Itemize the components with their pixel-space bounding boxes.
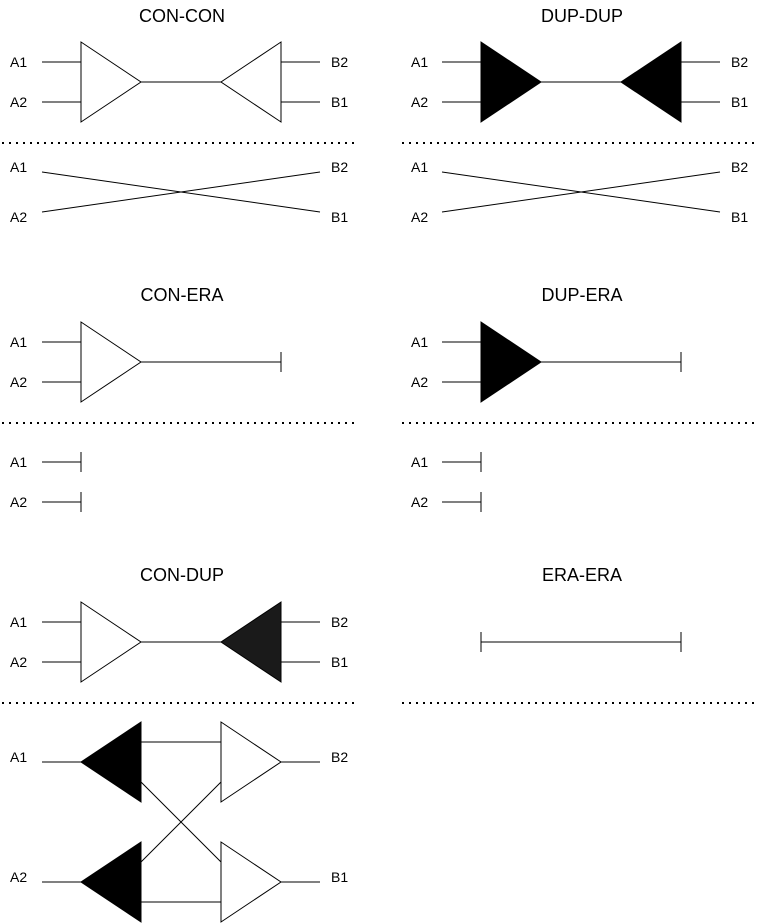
dup-agent-triangle [80,841,142,923]
title-con-era: CON-ERA [140,285,223,305]
port-b1: B1 [331,94,348,110]
con-agent-triangle [220,41,282,123]
port-a1: A1 [10,614,27,630]
port-b1: B1 [731,209,748,225]
panel-dup-dup: DUP-DUP A1 A2 B2 B1 A1 A2 B2 B1 [402,6,758,225]
port-a2: A2 [411,94,428,110]
dup-agent-triangle [480,41,542,123]
port-a1: A1 [411,159,428,175]
dup-agent-triangle [480,321,542,403]
crosswire [140,781,222,863]
port-a1: A1 [411,334,428,350]
port-a1: A1 [10,334,27,350]
port-a2: A2 [10,374,27,390]
title-dup-era: DUP-ERA [541,285,622,305]
port-b1: B1 [731,94,748,110]
title-con-dup: CON-DUP [140,565,224,585]
panel-con-dup: CON-DUP A1 A2 B2 B1 A1 A2 B2 B1 [2,565,358,923]
port-a1: A1 [411,454,428,470]
port-a1: A1 [10,159,27,175]
wire-a2-b2 [41,171,321,213]
con-agent-triangle [80,321,142,403]
port-b2: B2 [331,54,348,70]
title-era-era: ERA-ERA [542,565,622,585]
port-a2: A2 [10,209,27,225]
port-a2: A2 [411,494,428,510]
con-agent-triangle [220,841,282,923]
panel-con-era: CON-ERA A1 A2 A1 A2 [2,285,358,512]
panel-con-con: CON-CON A1 A2 B2 B1 A1 A2 B2 B1 [2,6,358,225]
port-b2: B2 [331,159,348,175]
panel-era-era: ERA-ERA [402,565,758,704]
port-b2: B2 [731,54,748,70]
port-a2: A2 [10,869,27,885]
port-a2: A2 [411,209,428,225]
port-b2: B2 [731,159,748,175]
port-a1: A1 [10,54,27,70]
dup-agent-triangle [620,41,682,123]
panel-dup-era: DUP-ERA A1 A2 A1 A2 [402,285,758,512]
port-a2: A2 [10,494,27,510]
con-agent-triangle [220,721,282,803]
port-a2: A2 [411,374,428,390]
port-a2: A2 [10,94,27,110]
dup-agent-triangle [80,721,142,803]
con-agent-triangle [80,41,142,123]
port-b1: B1 [331,869,348,885]
port-b1: B1 [331,209,348,225]
port-a1: A1 [10,454,27,470]
port-a1: A1 [411,54,428,70]
dup-agent-triangle [220,601,282,683]
port-b2: B2 [331,749,348,765]
port-b1: B1 [331,654,348,670]
con-agent-triangle [80,601,142,683]
title-dup-dup: DUP-DUP [541,6,623,26]
port-a1: A1 [10,749,27,765]
title-con-con: CON-CON [139,6,225,26]
wire-a2-b2 [441,171,721,213]
port-a2: A2 [10,654,27,670]
port-b2: B2 [331,614,348,630]
